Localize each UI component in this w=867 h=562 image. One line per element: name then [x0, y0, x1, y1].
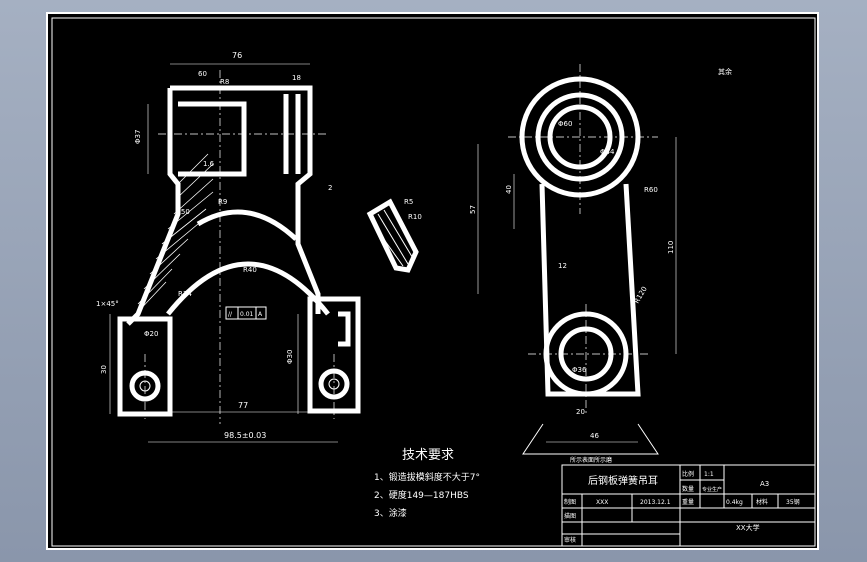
dim-r120: R120 [633, 285, 649, 305]
drawn-name: XXX [596, 499, 608, 506]
right-leg-slot [338, 311, 351, 347]
dim-r50: R50 [176, 208, 190, 216]
scale-value: 1:1 [704, 471, 714, 478]
dim-w60: 60 [198, 70, 207, 78]
engineering-drawing: 76 R8 18 60 77 98.5±0.03 Φ37 30 Φ30 1.6 … [51, 17, 816, 547]
front-hatch [133, 153, 214, 317]
roughness-note: 其余 [718, 67, 732, 76]
qty-value: 专业生产 [702, 486, 722, 493]
scale-label: 比例 [682, 470, 694, 478]
weight-value: 0.4kg [726, 499, 743, 506]
tol-value: 0.01 [240, 311, 254, 318]
dim-r10: R10 [408, 213, 422, 221]
front-outline-right [170, 85, 321, 314]
dim-w77: 77 [238, 401, 248, 410]
dim-r-top: R8 [220, 78, 229, 86]
dim-d30: Φ30 [286, 350, 294, 364]
dim-l40: 40 [505, 185, 513, 194]
front-arch-top [196, 209, 298, 241]
front-boss-inner [178, 101, 247, 177]
tech-req-2: 2、硬度149—187HBS [374, 489, 469, 501]
inner-border [51, 17, 816, 547]
material-label: 材料 [756, 498, 768, 506]
tolerance-frame [225, 306, 267, 320]
dim-d44: Φ44 [600, 148, 615, 156]
front-view [109, 63, 361, 443]
dim-w20: 20 [576, 408, 585, 416]
dim-h1: 1.6 [203, 160, 215, 168]
dim-w46: 46 [590, 432, 599, 440]
section-outline [366, 198, 419, 273]
part-name: 后钢板弹簧吊耳 [588, 474, 658, 487]
dim-l110: 110 [667, 241, 675, 254]
section-note: 所示表面所示磨 [570, 456, 612, 464]
dim-r60: R60 [644, 186, 658, 194]
tech-req-title: 技术要求 [402, 448, 454, 463]
right-leg [307, 296, 361, 414]
tech-req-1: 1、锻造拔模斜度不大于7° [374, 471, 480, 483]
dim-d37: Φ37 [134, 130, 142, 144]
dim-w985: 98.5±0.03 [224, 431, 266, 440]
checked-label: 描图 [564, 512, 576, 520]
front-arch-inner [166, 261, 330, 316]
dim-r9: R9 [218, 198, 227, 206]
dim-l57: 57 [469, 205, 477, 214]
dim-r14: R14 [178, 290, 192, 298]
drawing-sheet: 76 R8 18 60 77 98.5±0.03 Φ37 30 Φ30 1.6 … [46, 12, 819, 550]
school-name: XX大学 [736, 523, 760, 532]
weight-label: 重量 [682, 498, 694, 506]
dim-s2: 2 [328, 184, 332, 192]
dim-r5: R5 [404, 198, 413, 206]
dim-w30: 30 [100, 365, 108, 374]
tol-symbol: // [228, 311, 233, 318]
title-block [561, 464, 816, 547]
side-view [477, 64, 677, 455]
sheet-no: A3 [760, 480, 769, 488]
approved-label: 审核 [564, 536, 576, 544]
taper-lines [522, 423, 659, 455]
dim-h12: 12 [558, 262, 567, 270]
section-detail [366, 198, 419, 273]
date-value: 2013.12.1 [640, 499, 671, 506]
dim-d60: Φ60 [558, 120, 572, 128]
tech-req-3: 3、涂漆 [374, 507, 407, 519]
qty-label: 数量 [682, 485, 694, 493]
tol-ref: A [258, 311, 263, 318]
front-outline-left [126, 88, 181, 326]
drawn-label: 制图 [564, 498, 576, 506]
dim-r40: R40 [243, 266, 257, 274]
dim-w18: 18 [292, 74, 301, 82]
dim-chamfer: 1×45° [96, 300, 119, 308]
dim-top-width: 76 [232, 51, 242, 60]
dim-d36: Φ36 [572, 366, 587, 374]
dim-d20: Φ20 [144, 330, 158, 338]
material-value: 35钢 [786, 498, 800, 506]
